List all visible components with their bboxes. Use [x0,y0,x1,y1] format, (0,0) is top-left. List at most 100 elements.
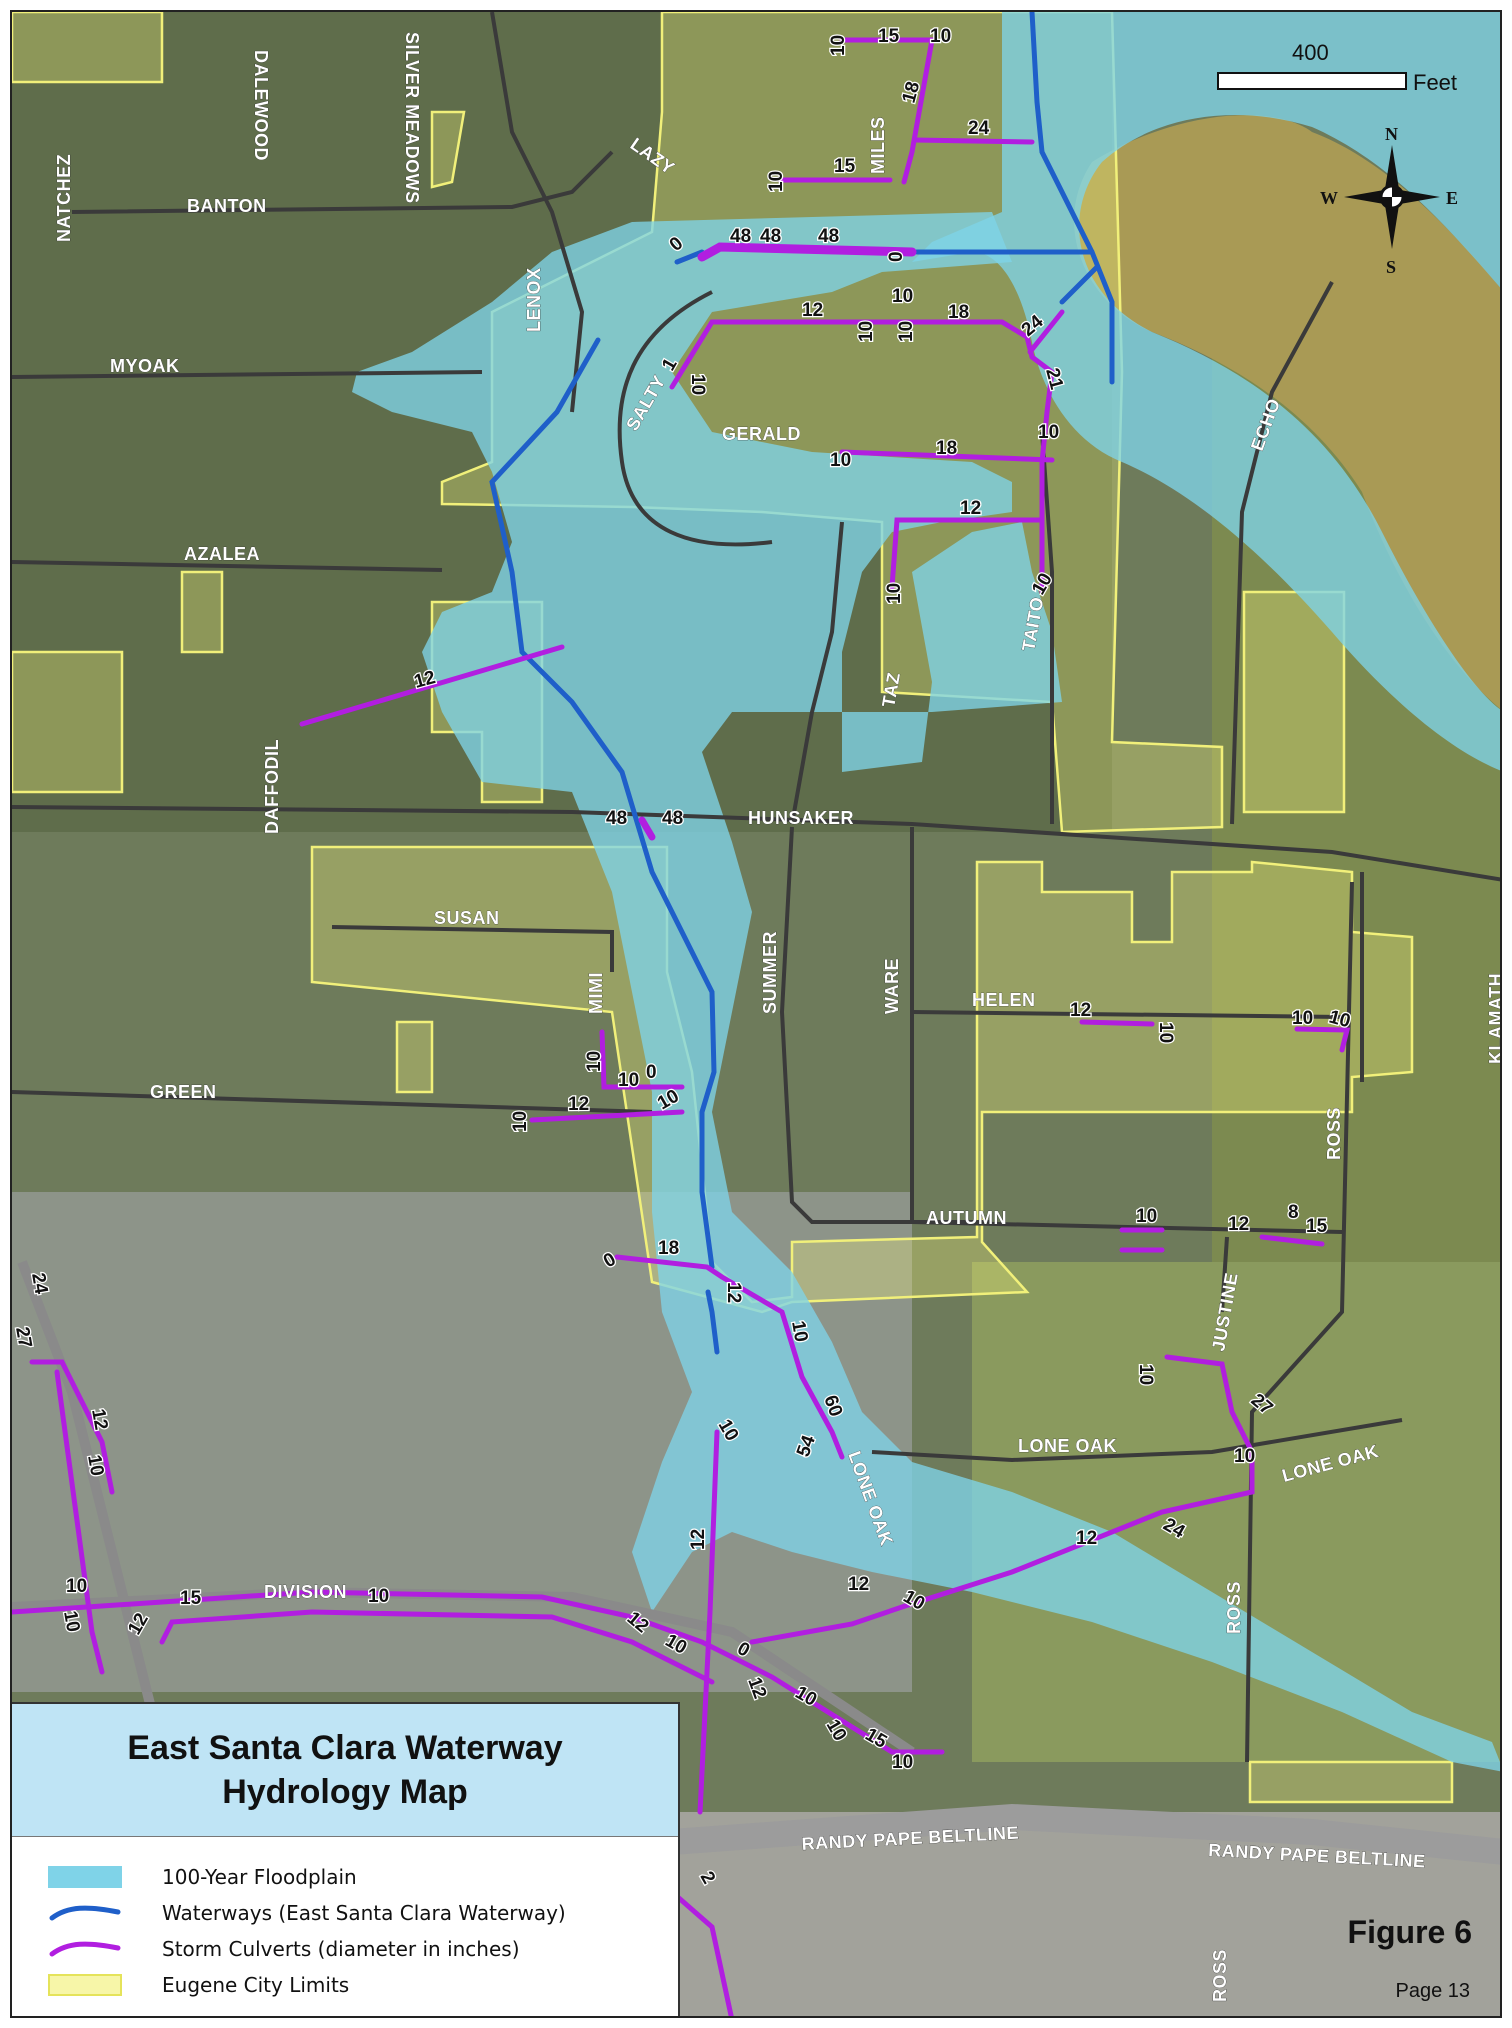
road-autumn [911,1220,1343,1234]
culvert-size: 10 [766,171,787,192]
culvert-size: 10 [510,1111,531,1132]
floodplain-layer [352,12,1500,1772]
culvert-size: 12 [87,1407,111,1431]
legend-item-floodplain: 100-Year Floodplain [48,1859,678,1895]
figure-label: Figure 6 [1347,1914,1472,1950]
floodplain-swatch [48,1866,122,1888]
culvert-size: 10 [1155,1022,1176,1043]
culvert-summer-south [614,1254,845,1460]
culvert-taz [889,517,1045,590]
street-dalewood: DALEWOOD [251,50,271,161]
culvert-hunsaker-48 [638,816,656,841]
culvert-size: 10 [856,321,877,342]
culvert-division-south [159,1609,715,1685]
street-myoak: MYOAK [110,356,180,376]
road-taz [790,521,844,825]
waterway-south [705,1289,720,1355]
legend-item-culvert: Storm Culverts (diameter in inches) [48,1931,678,1967]
compass-needle-s [1385,197,1399,249]
road-hunsaker [12,805,1500,882]
street-banton: BANTON [187,196,267,216]
street-daffodil: DAFFODIL [262,739,282,834]
culvert-size: 10 [584,1051,605,1072]
culvert-division [12,1589,945,1755]
scale-bar-rect [1217,72,1407,90]
street-lenox: LENOX [524,267,544,332]
city-limits-parcel-4 [1248,1760,1454,1804]
culvert-size: 10 [1234,1446,1255,1467]
culvert-size: 10 [830,450,851,471]
road-myoak [12,370,483,379]
street-ross-south: ROSS [1224,1581,1244,1634]
culvert-size: 10 [1292,1008,1313,1029]
culvert-size: 10 [1135,1364,1156,1385]
compass-rose: N S E W [1320,124,1458,277]
culvert-size: 10 [930,26,951,47]
road-summer [779,826,992,1224]
street-silver-meadows: SILVER MEADOWS [402,32,422,204]
city-limits-west-park [12,650,124,794]
culvert-size: 48 [662,808,683,829]
culvert-size: 12 [960,498,981,519]
street-klamath: KLAMATH [1486,973,1502,1064]
street-green: GREEN [150,1082,217,1102]
culvert-layer [12,37,1351,2016]
culvert-size: 48 [760,226,781,247]
legend-label: Storm Culverts (diameter in inches) [162,1937,520,1961]
culvert-size: 18 [936,438,957,459]
culvert-size: 10 [884,583,905,604]
culvert-size: 27 [12,1325,35,1349]
culvert-size: 15 [878,26,900,47]
street-division: DIVISION [264,1582,347,1602]
culvert-west-2 [54,1369,105,1675]
street-autumn: AUTUMN [926,1208,1007,1228]
street-mimi: MIMI [586,972,606,1014]
scale-bar: 400 Feet [1217,40,1457,100]
map-title-line-1: East Santa Clara Waterway [127,1729,563,1767]
road-echo [1230,281,1334,825]
culvert-size: 12 [1228,1214,1249,1235]
culvert-size: 10 [892,1752,913,1773]
culvert-daffodil [299,644,565,727]
compass-west-label: W [1320,188,1338,208]
legend-item-city-limits: Eugene City Limits [48,1967,678,2003]
street-miles: MILES [868,116,888,174]
road-azalea [12,560,443,572]
culvert-autumn [1119,1227,1165,1253]
culvert-size: 12 [848,1574,869,1595]
compass-north-label: N [1385,124,1398,144]
road-beltline [671,1803,1500,1865]
floodplain-river [912,12,1500,771]
culvert-48 [697,242,917,262]
road-banton [71,150,614,214]
culvert-size: 12 [688,1529,709,1550]
culvert-size: 10 [83,1453,107,1477]
culvert-west-1 [29,1359,115,1495]
culvert-size: 10 [1038,422,1059,443]
legend-label: Eugene City Limits [162,1973,350,1997]
compass-hub-quadrants [1381,186,1403,208]
map-title-line-2: Hydrology Map [222,1773,468,1811]
culvert-green [529,1109,685,1123]
city-limits-nw [12,12,164,84]
road-salty-gerald [617,290,773,547]
culvert-size: 10 [59,1609,83,1633]
beltline-layer [671,1803,1500,1865]
culvert-size: 0 [646,1062,657,1083]
page-label: Page 13 [1395,1980,1470,2002]
scale-value: 400 [1292,40,1329,65]
legend-label: Waterways (East Santa Clara Waterway) [162,1901,566,1925]
road-green [12,1090,653,1114]
culvert-justine [749,1354,1255,1645]
street-susan: SUSAN [434,908,500,928]
culvert-size: 0 [886,251,907,262]
road-west-diagonal [17,1260,157,1714]
city-limits-parcel-1 [180,570,224,654]
culvert-size: 10 [368,1586,389,1607]
culvert-size: 15 [834,156,856,177]
road-lenox [490,12,585,413]
map-title: East Santa Clara Waterway Hydrology Map [12,1704,678,1837]
culvert-swatch [49,1941,121,1957]
city-limits-swatch [48,1974,122,1996]
culvert-taito-24 [1027,309,1065,355]
